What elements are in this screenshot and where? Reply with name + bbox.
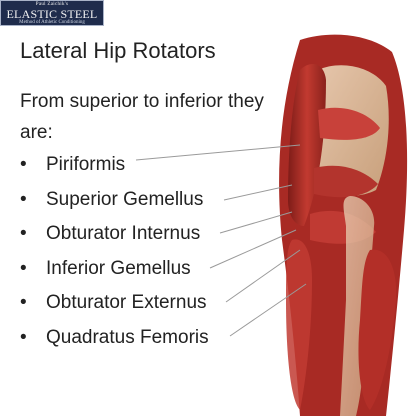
muscle-label: Quadratus Femoris [46, 326, 209, 348]
leader-line-quadratus-femoris [229, 283, 307, 337]
leader-line-obturator-externus [225, 249, 301, 303]
bullet: • [20, 292, 27, 314]
bullet: • [20, 326, 27, 348]
leader-line-piriformis [135, 144, 301, 161]
muscle-label: Inferior Gemellus [46, 257, 191, 279]
gemellus-muscles [314, 165, 378, 198]
muscle-label: Obturator Internus [46, 223, 201, 245]
list-item: • Obturator Externus [20, 288, 209, 323]
bullet: • [20, 188, 27, 210]
gluteus-band [288, 64, 326, 226]
bullet: • [20, 154, 27, 175]
page-title: Lateral Hip Rotators [20, 38, 216, 63]
list-item: • Quadratus Femoris [20, 323, 209, 358]
leader-line-inferior-gemellus [209, 229, 297, 269]
list-item: • Superior Gemellus [20, 185, 209, 220]
logo-tagline-top: Paul Zaichik's [35, 2, 69, 7]
bullet: • [20, 223, 27, 245]
bullet: • [20, 257, 27, 279]
thigh-muscle [358, 249, 397, 410]
list-item: • Piriformis [20, 150, 209, 185]
thigh-muscle-inner [286, 239, 312, 410]
logo-wordmark: ELASTIC STEEL [6, 7, 98, 21]
piriformis-muscle [318, 107, 380, 140]
intro-text: From superior to inferior they are: [20, 91, 264, 143]
list-item: • Inferior Gemellus [20, 254, 209, 289]
muscle-label: Obturator Externus [46, 292, 207, 314]
muscle-list: • Piriformis • Superior Gemellus • Obturato… [20, 150, 209, 358]
muscle-label: Superior Gemellus [46, 188, 204, 210]
brand-logo: Paul Zaichik's ELASTIC STEEL Method of A… [0, 0, 104, 26]
logo-tagline-bottom: Method of Athletic Conditioning [19, 20, 85, 25]
list-item: • Obturator Internus [20, 219, 209, 254]
femur-bone [340, 196, 375, 416]
leader-line-obturator-internus [219, 211, 293, 234]
leader-line-superior-gemellus [223, 184, 293, 201]
muscle-label: Piriformis [46, 154, 126, 175]
